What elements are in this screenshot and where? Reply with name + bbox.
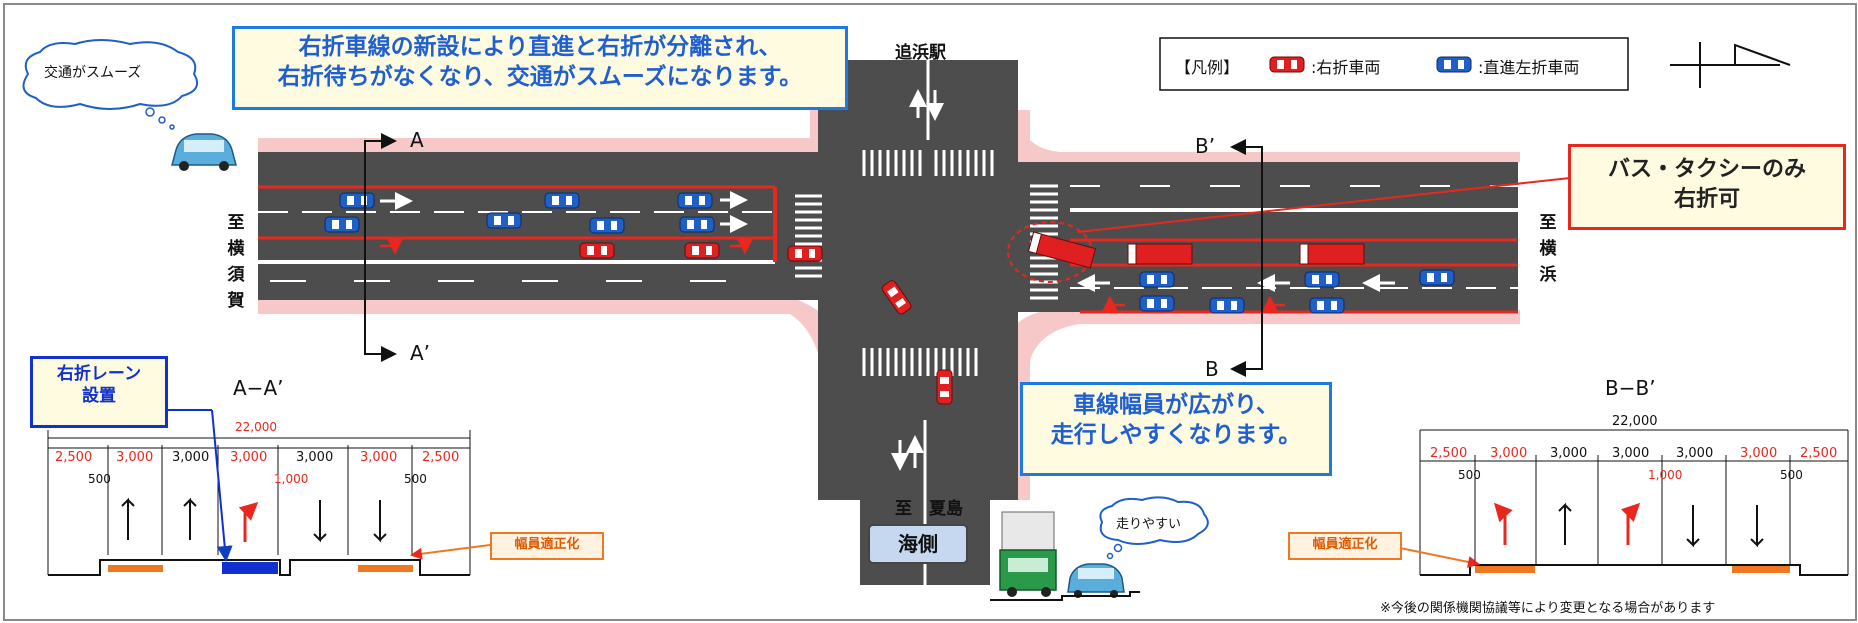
label-yokohama-0: 至 — [1539, 213, 1557, 233]
bb-width-6: 2,500 — [1800, 446, 1838, 461]
bubble-easy-text: 走りやすい — [1116, 517, 1182, 532]
aa-width-6: 2,500 — [422, 450, 460, 465]
aa-width-tag: 幅員適正化 — [490, 532, 604, 560]
note-text: ※今後の関係機関協議等により変更となる場合があります — [1380, 601, 1716, 616]
section-b-prime-label: B’ — [1195, 134, 1216, 158]
aa-title: A−A’ — [233, 376, 284, 400]
aa-width-5: 3,000 — [360, 450, 398, 465]
callout-lane-width-line2: 走行しやすくなります。 — [1050, 421, 1302, 448]
legend-straight-label: :直進左折車両 — [1478, 58, 1580, 77]
bb-width-0: 2,500 — [1430, 446, 1468, 461]
right-lane-leader — [211, 409, 233, 562]
aa-offset-0: 500 — [88, 472, 111, 486]
bb-right-turn-arrows — [1493, 502, 1641, 545]
legend-prefix: 【凡例】 — [1175, 58, 1240, 77]
road-surface — [258, 60, 1518, 585]
bb-offset-1: 1,000 — [1648, 468, 1683, 482]
callout-lane-width: 車線幅員が広がり、 走行しやすくなります。 — [1020, 382, 1332, 476]
label-oppama-station: 追浜駅 — [895, 43, 946, 63]
section-b-label: B — [1205, 357, 1219, 381]
umigawa-box: 海側 — [868, 524, 968, 564]
legend-box — [1159, 37, 1629, 91]
label-yokosuka-0: 至 — [227, 213, 245, 233]
bb-offset-2: 500 — [1780, 468, 1803, 482]
truck-icon — [999, 511, 1057, 597]
aa-tag-leader — [410, 544, 491, 560]
cross-section-bb — [1419, 429, 1849, 576]
aa-width-1: 3,000 — [116, 450, 154, 465]
lane-markings — [258, 60, 1518, 585]
cross-section-aa — [47, 430, 471, 576]
callout-separation: 右折車線の新設により直進と右折が分離され、 右折待ちがなくなり、交通がスムーズに… — [232, 26, 848, 110]
section-a-prime-label: A’ — [410, 341, 431, 365]
aa-width-3: 3,000 — [230, 450, 268, 465]
aa-right-turn-arrow — [238, 501, 259, 542]
label-yokosuka-3: 賀 — [227, 291, 245, 311]
right-turn-road-arrows — [380, 239, 1285, 311]
small-car-icon — [1067, 563, 1125, 598]
label-yokosuka-1: 横 — [227, 239, 245, 259]
cross-section-bb-arrows — [1558, 502, 1764, 548]
legend-right-turn-label: :右折車両 — [1311, 58, 1381, 77]
umigawa-label: 海側 — [898, 532, 938, 556]
north-symbol — [1670, 42, 1791, 88]
bb-width-4: 3,000 — [1676, 446, 1714, 461]
aa-width-2: 3,000 — [172, 450, 210, 465]
bb-width-5: 3,000 — [1740, 446, 1778, 461]
bus-callout-leader — [1077, 177, 1571, 233]
thought-bubble-smooth — [22, 39, 198, 130]
driver-car-icon — [171, 133, 237, 171]
cross-section-aa-arrows — [121, 497, 387, 543]
section-markers — [364, 133, 1263, 377]
legend-straight-icon — [1436, 56, 1472, 73]
bb-title: B−B’ — [1605, 376, 1656, 400]
callout-bus-taxi-line1: バス・タクシーのみ — [1607, 157, 1806, 182]
label-yokosuka: 至 横 須 賀 — [226, 210, 246, 314]
ground-line — [990, 591, 1140, 601]
callout-separation-line2: 右折待ちがなくなり、交通がスムーズになります。 — [277, 63, 803, 90]
bb-width-2: 3,000 — [1550, 446, 1588, 461]
callout-right-turn-lane-line1: 右折レーン — [56, 364, 142, 384]
bb-offset-0: 500 — [1458, 468, 1481, 482]
label-yokohama-2: 浜 — [1539, 265, 1557, 285]
bb-width-tag: 幅員適正化 — [1288, 532, 1402, 560]
aa-width-4: 3,000 — [296, 450, 334, 465]
road-arrows — [380, 89, 1395, 471]
bb-tag-leader — [1399, 547, 1480, 568]
aa-width-0: 2,500 — [55, 450, 93, 465]
legend-right-turn-icon — [1269, 56, 1305, 73]
section-a-label: A — [410, 128, 424, 152]
bb-width-3: 3,000 — [1612, 446, 1650, 461]
bubble-smooth-text: 交通がスムーズ — [44, 65, 142, 81]
callout-bus-taxi-line2: 右折可 — [1673, 186, 1740, 212]
thought-bubble-easy — [1099, 496, 1209, 560]
label-yokohama: 至 横 浜 — [1538, 210, 1558, 288]
callout-lane-width-line1: 車線幅員が広がり、 — [1072, 392, 1280, 418]
bb-width-1: 3,000 — [1490, 446, 1528, 461]
label-yokosuka-2: 須 — [227, 265, 245, 285]
callout-bus-taxi: バス・タクシーのみ 右折可 — [1568, 144, 1846, 230]
bb-total: 22,000 — [1612, 414, 1658, 429]
label-yokohama-1: 横 — [1539, 239, 1557, 259]
aa-total: 22,000 — [235, 420, 277, 434]
label-natsushima: 至 夏島 — [895, 499, 963, 519]
callout-right-turn-lane-line2: 設置 — [82, 386, 116, 407]
callout-right-turn-lane: 右折レーン 設置 — [30, 356, 168, 428]
crosswalk-stripes — [795, 150, 1058, 376]
callout-separation-line1: 右折車線の新設により直進と右折が分離され、 — [298, 34, 782, 60]
aa-offset-2: 500 — [404, 472, 427, 486]
aa-offset-1: 1,000 — [274, 472, 309, 486]
diagram-frame — [3, 3, 1857, 621]
